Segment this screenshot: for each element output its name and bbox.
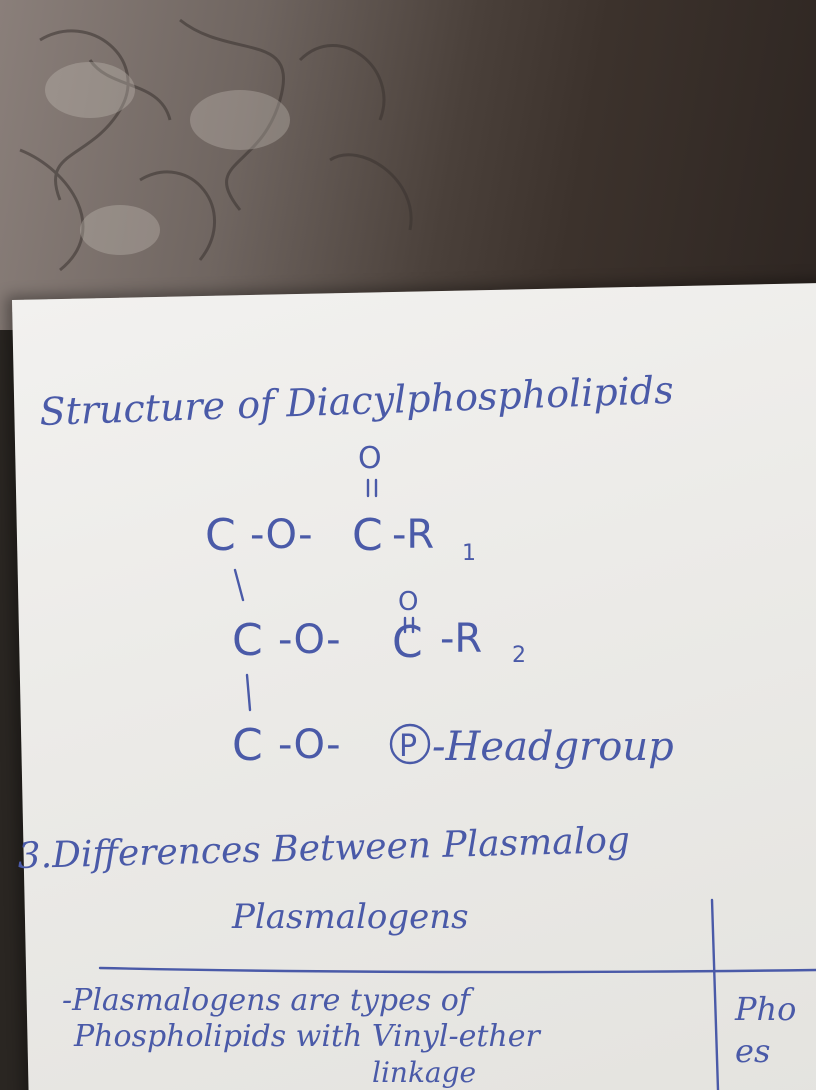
row2-carbonyl-carbon: C bbox=[392, 617, 423, 668]
row1-carbonyl-carbon: C bbox=[352, 510, 383, 561]
row3-carbon: C bbox=[232, 720, 263, 771]
table-col2-line1: Pho bbox=[734, 990, 796, 1028]
fabric-background bbox=[0, 0, 816, 330]
row1-ester-link: -O- bbox=[250, 512, 313, 558]
table-column-divider bbox=[710, 898, 720, 1090]
row1-double-oxygen: O bbox=[358, 441, 382, 476]
table-col1-header: Plasmalogens bbox=[231, 897, 469, 937]
row2-r-group: -R bbox=[440, 616, 482, 662]
bond-row2-row3 bbox=[245, 673, 252, 712]
note-heading: Structure of Diacylphospholipids bbox=[39, 368, 675, 434]
table-header-rule bbox=[98, 966, 816, 974]
table-col1-line1: -Plasmalogens are types of bbox=[62, 983, 475, 1018]
table-col2-line2: es bbox=[735, 1032, 770, 1070]
bond-row1-row2 bbox=[233, 568, 245, 602]
row2-double-oxygen: O bbox=[398, 587, 418, 617]
table-col1-line2: Phospholipids with Vinyl-ether bbox=[73, 1019, 541, 1054]
row1-subscript: 1 bbox=[462, 541, 476, 566]
phosphate-circle bbox=[389, 723, 431, 765]
row3-ether-link: -O- bbox=[278, 722, 341, 768]
table-col1-line3: linkage bbox=[372, 1056, 476, 1089]
section-title: 3.Differences Between Plasmalog bbox=[17, 820, 630, 877]
row3-phosphate: P bbox=[399, 729, 417, 764]
row1-r-group: -R bbox=[392, 512, 434, 558]
row1-double-bond bbox=[366, 478, 378, 498]
row2-carbon: C bbox=[232, 615, 263, 666]
row3-headgroup: -Headgroup bbox=[432, 724, 674, 770]
row2-ester-link: -O- bbox=[278, 617, 341, 663]
row2-subscript: 2 bbox=[512, 643, 526, 668]
row1-carbon: C bbox=[205, 510, 236, 561]
fabric-pattern bbox=[19, 18, 413, 272]
row2-double-bond bbox=[403, 616, 415, 634]
